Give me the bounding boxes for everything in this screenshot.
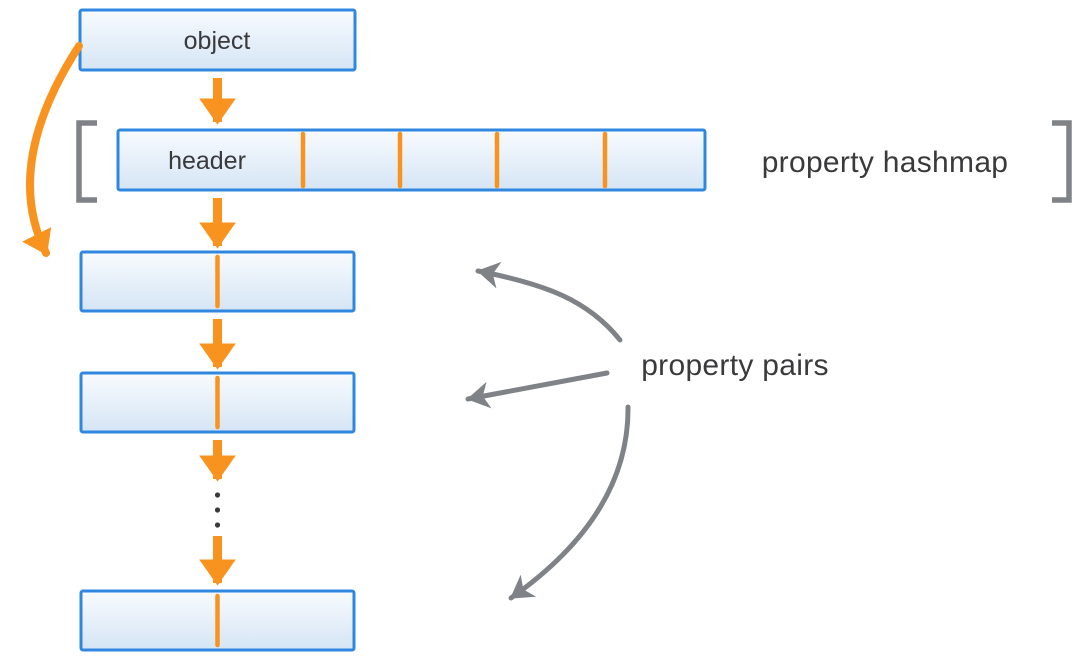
right-bracket-icon <box>1052 120 1072 203</box>
ellipsis-dot-1 <box>214 492 221 498</box>
orange-curved-arrow-icon <box>22 42 83 257</box>
property-pairs-label: property pairs <box>641 349 829 382</box>
header-slot-dividers <box>300 131 608 189</box>
left-bracket-icon <box>76 120 97 203</box>
ellipsis-dots <box>214 492 221 528</box>
header-box <box>116 128 707 192</box>
gray-curved-arrow-icon-middle <box>465 370 610 409</box>
object-box <box>78 8 357 72</box>
ellipsis-dot-3 <box>214 522 221 528</box>
gray-curved-arrow-icon-top <box>475 261 623 343</box>
header-box-label: header <box>168 147 246 175</box>
property-hashmap-label: property hashmap <box>762 146 1009 179</box>
object-box-label: object <box>184 27 251 55</box>
property-pair-box-1 <box>79 250 356 313</box>
property-pair-box-2 <box>79 371 356 434</box>
gray-curved-arrow-icon-bottom <box>508 404 631 601</box>
property-pair-box-3 <box>79 589 356 652</box>
ellipsis-dot-2 <box>214 507 221 513</box>
